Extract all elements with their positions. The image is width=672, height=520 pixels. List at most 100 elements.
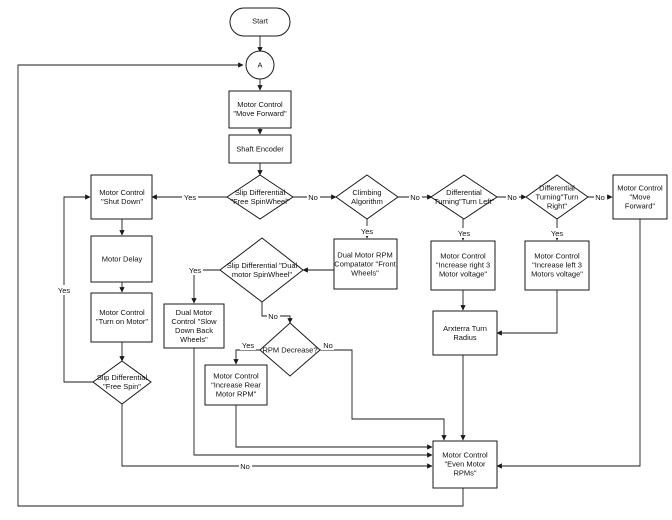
- node-label-line: "Increase Rear: [211, 381, 261, 390]
- edge-label-no-rpm-to-even: No: [321, 340, 334, 350]
- svg-text:No: No: [507, 193, 517, 202]
- node-label-line: Dual Motor RPM: [337, 251, 392, 260]
- node-rpm-decrease: RPM Decrease?: [259, 322, 321, 377]
- node-label-line: Shaft Encoder: [236, 145, 284, 154]
- node-label: Motor Control"Move Forward": [233, 100, 287, 118]
- node-label-line: "Move Forward": [233, 109, 287, 118]
- node-label-line: Radius: [453, 333, 477, 342]
- node-label-line: Climbing: [352, 188, 381, 197]
- node-shut-down: Motor Control"Shut Down": [90, 174, 153, 220]
- svg-text:Yes: Yes: [189, 266, 201, 275]
- svg-text:No: No: [308, 193, 318, 202]
- node-motor-delay: Motor Delay: [90, 235, 153, 283]
- edge-label-no-rpm-decrease: No: [267, 311, 280, 321]
- svg-text:Yes: Yes: [361, 227, 373, 236]
- node-label-line: Motor Control: [213, 372, 259, 381]
- node-move-forward: Motor Control"Move Forward": [228, 90, 292, 129]
- node-label-line: Compatator "Front: [334, 260, 396, 269]
- node-label-line: "Increase right 3: [436, 261, 490, 270]
- edge-label-no-turn-left: No: [409, 192, 422, 202]
- node-label: A: [257, 61, 262, 70]
- node-connector-a: A: [245, 50, 275, 80]
- svg-text:Yes: Yes: [242, 341, 254, 350]
- node-label-line: Slip Differential: [235, 188, 286, 197]
- node-label-line: Motor Delay: [102, 255, 143, 264]
- node-label-line: "Even Motor: [444, 460, 486, 469]
- edge-label-no-turn-right: No: [506, 192, 519, 202]
- node-label-line: Motors voltage": [531, 270, 583, 279]
- node-label-line: Differential: [446, 188, 482, 197]
- node-label-line: "Free SpinWheel": [230, 197, 289, 206]
- svg-text:Yes: Yes: [184, 193, 196, 202]
- node-label-line: Start: [252, 17, 269, 26]
- node-label: Slip Differential"Free Spin": [97, 373, 148, 391]
- node-label: Motor Control"Turn on Motor": [96, 308, 148, 326]
- node-label-line: Forward": [625, 202, 656, 211]
- node-label-line: Motor RPM": [216, 390, 257, 399]
- node-label-line: Motor Control: [99, 308, 145, 317]
- edge-even-return-to-a: [17, 62, 464, 507]
- node-slip-diff-free-spin: Slip Differential"Free Spin": [92, 360, 152, 405]
- node-label-line: Motor Control: [440, 252, 486, 261]
- node-label-line: "Shut Down": [101, 197, 143, 206]
- node-label-line: motor SpinWheel": [232, 270, 293, 279]
- edge-labels: Yes No No No No Yes Yes Yes Yes No Yes N…: [56, 192, 607, 471]
- edge-label-yes-slow-down: Yes: [187, 265, 203, 275]
- node-label-line: Turning"Turn Left": [434, 197, 495, 206]
- svg-text:No: No: [410, 193, 420, 202]
- node-label-line: Algorithm: [351, 197, 383, 206]
- node-label: Motor Control"Shut Down": [99, 188, 145, 206]
- node-label-line: A: [257, 61, 262, 70]
- node-label-line: Motor Control: [99, 188, 145, 197]
- edge-label-yes-dual-rpm: Yes: [359, 226, 375, 236]
- node-label-line: Motor Control: [442, 451, 488, 460]
- edge-label-no-move-forward-2: No: [594, 192, 607, 202]
- node-label-line: Wheels": [180, 335, 208, 344]
- node-label-line: "Turn on Motor": [96, 317, 148, 326]
- edge-label-yes-increase-rear: Yes: [240, 340, 256, 350]
- node-label-line: RPMs": [453, 469, 476, 478]
- svg-text:Yes: Yes: [458, 229, 470, 238]
- node-turn-on-motor: Motor Control"Turn on Motor": [90, 292, 153, 343]
- node-label: Shaft Encoder: [236, 145, 284, 154]
- edge-label-yes-increase-left: Yes: [549, 228, 565, 238]
- edge-label-yes-shut-down: Yes: [182, 192, 198, 202]
- svg-text:No: No: [268, 312, 278, 321]
- node-shaft-encoder: Shaft Encoder: [228, 134, 292, 164]
- node-label-line: Down Back: [175, 326, 213, 335]
- node-label-line: Slip Differential "Dual: [227, 261, 298, 270]
- edge-rpm-yes-to-increase-rear: [233, 349, 262, 365]
- svg-text:No: No: [595, 193, 605, 202]
- node-label-line: Turning"Turn: [536, 193, 579, 202]
- edge-free-spin-no-to-even: [121, 404, 433, 469]
- node-label-line: "Free Spin": [103, 382, 141, 391]
- node-label: RPM Decrease?: [262, 346, 317, 355]
- edge-rpm-no-to-even: [320, 349, 447, 441]
- svg-text:No: No: [323, 341, 333, 350]
- node-label-line: Motor Control: [534, 252, 580, 261]
- node-slip-diff-free-spin-wheel: Slip Differential"Free SpinWheel": [226, 174, 294, 220]
- node-label-line: Dual Motor: [176, 308, 213, 317]
- node-label-line: "Increase left 3: [532, 261, 582, 270]
- node-label-line: Control "Slow: [171, 317, 217, 326]
